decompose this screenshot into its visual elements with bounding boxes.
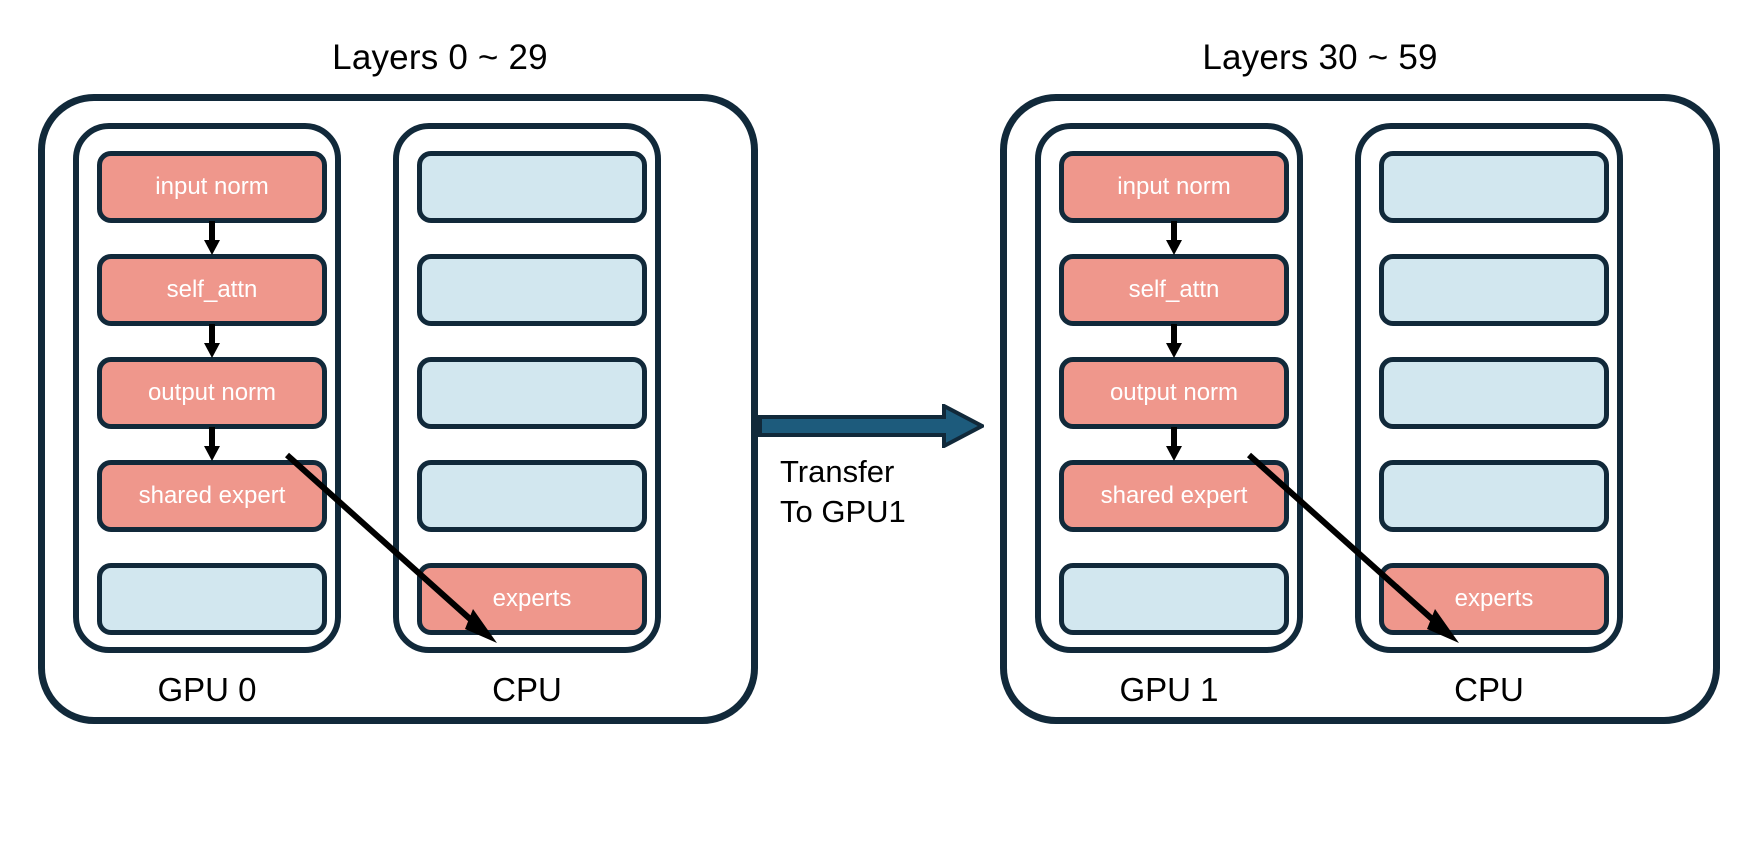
flow-arrow-icon [1166,324,1182,358]
panel-title-right: Layers 30 ~ 59 [1202,38,1438,77]
block-empty-cpu-slot[interactable] [1379,460,1609,532]
cpu-column-left: experts [393,123,661,653]
block-input-norm[interactable]: input norm [1059,151,1289,223]
device-group-left: input norm self_attn output norm shared … [38,94,758,724]
block-empty-cpu-slot[interactable] [1379,254,1609,326]
gpu-label-right: GPU 1 [1119,671,1219,708]
flow-arrow-icon [1166,221,1182,255]
block-empty-gpu-slot[interactable] [97,563,327,635]
block-empty-cpu-slot[interactable] [1379,151,1609,223]
device-group-right: input norm self_attn output norm shared … [1000,94,1720,724]
flow-arrow-icon [204,221,220,255]
flow-arrow-icon [204,324,220,358]
block-input-norm[interactable]: input norm [97,151,327,223]
gpu-column-left: input norm self_attn output norm shared … [73,123,341,653]
transfer-label: Transfer To GPU1 [758,452,984,531]
block-output-norm[interactable]: output norm [1059,357,1289,429]
block-self-attn[interactable]: self_attn [1059,254,1289,326]
block-empty-cpu-slot[interactable] [417,151,647,223]
transfer-label-line2: To GPU1 [780,493,906,529]
cpu-label-right: CPU [1454,671,1524,708]
block-experts[interactable]: experts [417,563,647,635]
cpu-label-left: CPU [492,671,562,708]
block-empty-cpu-slot[interactable] [1379,357,1609,429]
transfer-arrow-icon [758,404,984,448]
flow-arrow-icon [1166,427,1182,461]
block-empty-cpu-slot[interactable] [417,254,647,326]
panel-title-left: Layers 0 ~ 29 [332,38,548,77]
block-experts[interactable]: experts [1379,563,1609,635]
transfer-label-line1: Transfer [780,454,895,489]
block-empty-gpu-slot[interactable] [1059,563,1289,635]
block-empty-cpu-slot[interactable] [417,460,647,532]
block-empty-cpu-slot[interactable] [417,357,647,429]
block-shared-expert[interactable]: shared expert [1059,460,1289,532]
gpu-label-left: GPU 0 [157,671,257,708]
block-output-norm[interactable]: output norm [97,357,327,429]
cpu-column-right: experts [1355,123,1623,653]
block-shared-expert[interactable]: shared expert [97,460,327,532]
flow-arrow-icon [204,427,220,461]
gpu-column-right: input norm self_attn output norm shared … [1035,123,1303,653]
block-self-attn[interactable]: self_attn [97,254,327,326]
